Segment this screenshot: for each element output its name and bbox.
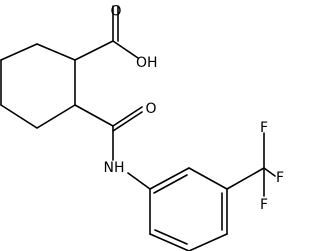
fluorine-right-label: F — [276, 170, 284, 186]
chemical-structure: O OH O NH F F F — [0, 4, 284, 251]
nitrogen-aryl-bond — [127, 172, 151, 190]
hydroxyl-label: OH — [136, 55, 158, 71]
acid-oxygen-label: O — [110, 4, 121, 20]
carboxylic-acid-group — [74, 5, 139, 61]
benzene-ring — [149, 167, 228, 251]
amide-nitrogen-label: NH — [104, 160, 125, 176]
fluorine-bottom-label: F — [260, 197, 268, 213]
cyclohexane-ring — [0, 43, 76, 129]
trifluoromethyl-group — [226, 132, 276, 197]
amide-oxygen-label: O — [145, 101, 156, 117]
fluorine-top-label: F — [260, 120, 268, 136]
amide-group — [74, 104, 143, 161]
